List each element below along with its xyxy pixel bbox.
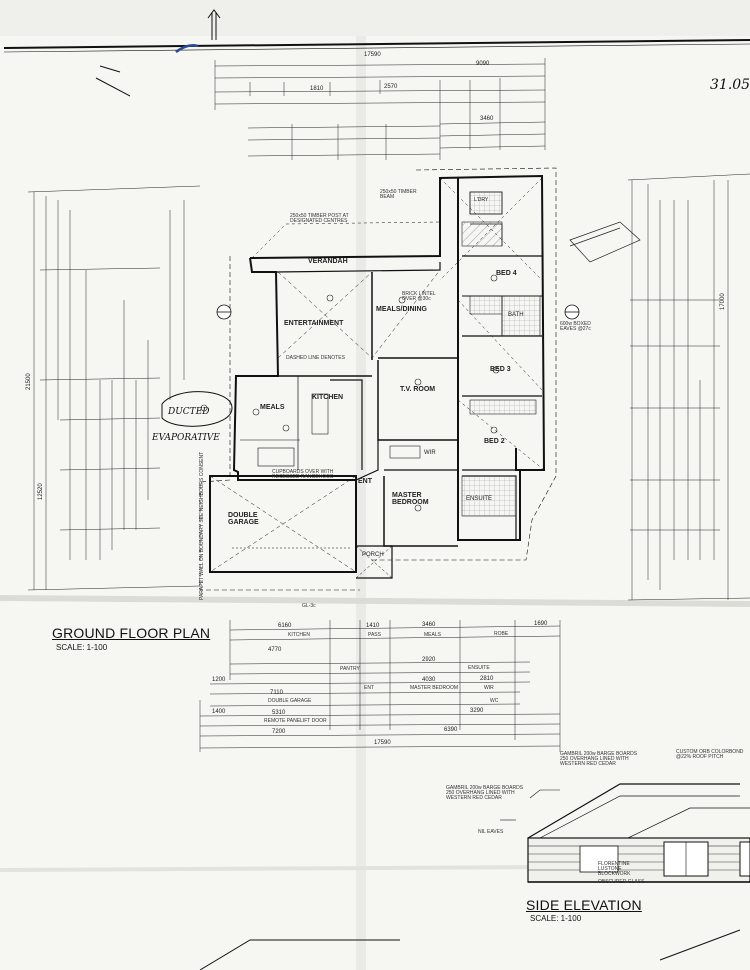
- scale-side-elevation: SCALE: 1-100: [530, 914, 582, 923]
- room-entry: ENT: [358, 478, 372, 485]
- dim-7200: 7200: [272, 729, 286, 735]
- left-dimension-chains: [27, 185, 201, 591]
- dim-4030: 4030: [422, 677, 436, 683]
- fixtures: [200, 274, 500, 512]
- note-ground-level: GL-3c: [302, 603, 316, 609]
- room-master-bedroom: MASTER BEDROOM: [392, 492, 429, 506]
- dim-5310: 5310: [272, 710, 286, 716]
- room-bed2: BED 2: [484, 438, 505, 445]
- top-dimension-chains: [214, 58, 546, 160]
- note-timber-beam-2: 250x50 TIMBER POST AT DESIGNATED CENTRES: [290, 213, 349, 224]
- room-meals: MEALS: [260, 404, 285, 411]
- room-double-garage: DOUBLE GARAGE: [228, 512, 259, 526]
- note-colorbond: CUSTOM ORB COLORBOND @22% ROOF PITCH: [676, 749, 744, 760]
- dim-1410: 1410: [366, 623, 380, 629]
- dim-right-17000: 17000: [720, 293, 726, 310]
- note-remote-door: REMOTE PANELIFT DOOR: [264, 718, 327, 724]
- note-eaves-boxed: 600w BOXED EAVES @27c: [560, 321, 591, 332]
- dim-4770: 4770: [268, 647, 282, 653]
- dim-2570: 2570: [384, 84, 398, 90]
- room-kitchen: KITCHEN: [312, 394, 344, 401]
- section-markers: [216, 304, 580, 320]
- bottom-label-wc: WC: [490, 698, 499, 704]
- dim-7110: 7110: [270, 690, 283, 696]
- bottom-label-pantry: PANTRY: [340, 666, 360, 672]
- bottom-label-meals: MEALS: [424, 632, 441, 638]
- handwritten-evaporative: EVAPORATIVE: [152, 433, 220, 443]
- title-ground-floor-plan: GROUND FLOOR PLAN: [52, 625, 211, 641]
- wet-areas: [461, 191, 541, 517]
- bottom-label-double-garage: DOUBLE GARAGE: [268, 698, 312, 704]
- dim-3460: 3460: [480, 116, 494, 122]
- room-bed3: BED 3: [490, 366, 511, 373]
- handwritten-ducted: DUCTED: [168, 407, 210, 417]
- handwritten-marks: [95, 65, 233, 427]
- dim-top-total: 17590: [364, 52, 381, 58]
- bottom-dimension-chains: [199, 620, 561, 752]
- bottom-label-robe: ROBE: [494, 631, 509, 637]
- side-elevation: [199, 783, 750, 970]
- dim-left-12520: 12520: [38, 483, 44, 500]
- dim-1200: 1200: [212, 677, 226, 683]
- note-timber-beam-1: 250x50 TIMBER BEAM: [380, 189, 417, 200]
- dim-3460-bottom: 3460: [422, 622, 436, 628]
- note-obscured: OBSCURED GLASS: [598, 879, 645, 885]
- note-gambril-1: GAMBRIL 200w BARGE BOARDS 250 OVERHANG L…: [446, 785, 524, 801]
- boundary-lines: [3, 9, 750, 54]
- note-parapet-wall: PARAPET WALL ON BOUNDARY SEE NEIGHBOURS …: [199, 451, 205, 600]
- handwritten-date: 31.05: [710, 77, 750, 93]
- right-dimension-chains: [569, 173, 750, 601]
- building-walls: [199, 167, 557, 591]
- bottom-label-wir: WIR: [484, 685, 494, 691]
- bottom-label-ensuite: ENSUITE: [468, 665, 490, 671]
- room-verandah: VERANDAH: [308, 258, 348, 265]
- dim-1810: 1810: [310, 86, 324, 92]
- note-dashed-line: DASHED LINE DENOTES: [286, 355, 345, 361]
- note-cupboards: CUPBOARDS OVER WITH RECESSED RANGEHOOD: [272, 469, 334, 480]
- bottom-label-kitchen: KITCHEN: [288, 632, 310, 638]
- room-porch: PORCH: [362, 552, 384, 558]
- dim-2810: 2810: [480, 676, 494, 682]
- room-wir: WIR: [424, 450, 436, 456]
- note-gambril-2: GAMBRIL 200w BARGE BOARDS 250 OVERHANG L…: [560, 751, 638, 767]
- scale-ground-floor: SCALE: 1-100: [56, 643, 108, 652]
- dim-top-9090: 9090: [476, 61, 490, 67]
- dim-2920: 2920: [422, 657, 436, 663]
- title-side-elevation: SIDE ELEVATION: [526, 897, 642, 913]
- room-tv: T.V. ROOM: [400, 386, 436, 393]
- note-nil-eaves: NIL EAVES: [478, 829, 504, 835]
- room-bed4: BED 4: [496, 270, 517, 277]
- dim-1400: 1400: [212, 709, 226, 715]
- dim-bottom-total: 17590: [374, 740, 391, 746]
- room-laundry: L'DRY: [474, 197, 489, 203]
- dim-6160: 6160: [278, 623, 292, 629]
- note-lustone: FLORENTINE LUSTONE BLOCKWORK: [598, 861, 631, 877]
- bottom-label-master-bedroom: MASTER BEDROOM: [410, 685, 459, 691]
- bottom-label-ent: ENT: [364, 685, 374, 691]
- dim-6390: 6390: [444, 727, 458, 733]
- note-brick-lintel: BRICK LINTEL OVER @30c: [402, 291, 436, 302]
- room-bath: BATH: [508, 312, 524, 318]
- room-ensuite: ENSUITE: [466, 496, 493, 502]
- bottom-label-pass: PASS: [368, 632, 381, 638]
- room-meals-dining: MEALS/DINING: [376, 306, 427, 313]
- dim-1690: 1690: [534, 621, 548, 627]
- dim-3290: 3290: [470, 708, 484, 714]
- room-entertainment: ENTERTAINMENT: [284, 320, 344, 327]
- dim-left-21500: 21500: [26, 373, 32, 390]
